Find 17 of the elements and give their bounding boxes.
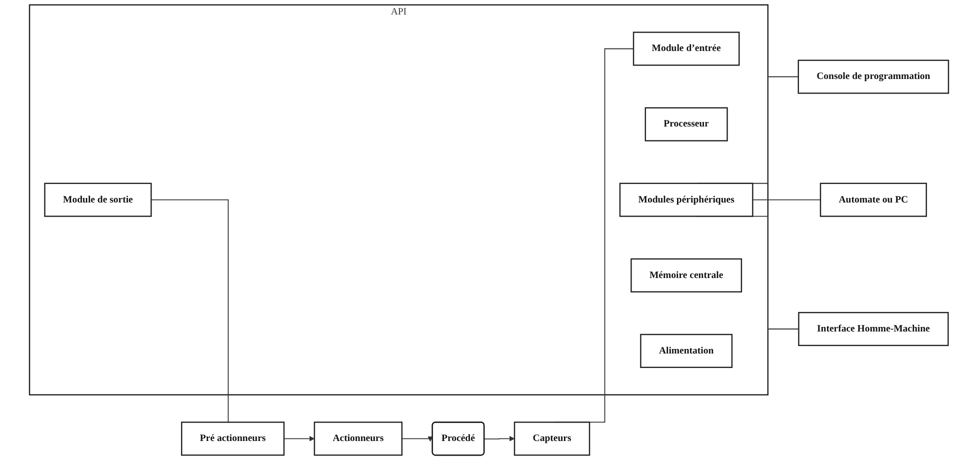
node-box: Mémoire centrale [630,258,742,292]
node-box: Automate ou PC [820,182,927,217]
node-box: Module d’entrée [632,32,740,66]
node-box: Modules périphériques [619,182,754,217]
node-box: Pré actionneurs [181,422,285,456]
node-box: Console de programmation [798,60,950,94]
node-box: Module de sortie [44,182,152,217]
node-box: Alimentation [640,334,733,368]
node-box: Interface Homme-Machine [798,312,949,346]
arrow [284,436,315,442]
connector [150,199,229,423]
node-box: Capteurs [514,422,590,456]
arrow [401,436,433,442]
arrow [484,436,515,442]
connector [752,199,821,200]
node-box: Actionneurs [314,422,403,456]
node-box: Processeur [644,107,728,142]
